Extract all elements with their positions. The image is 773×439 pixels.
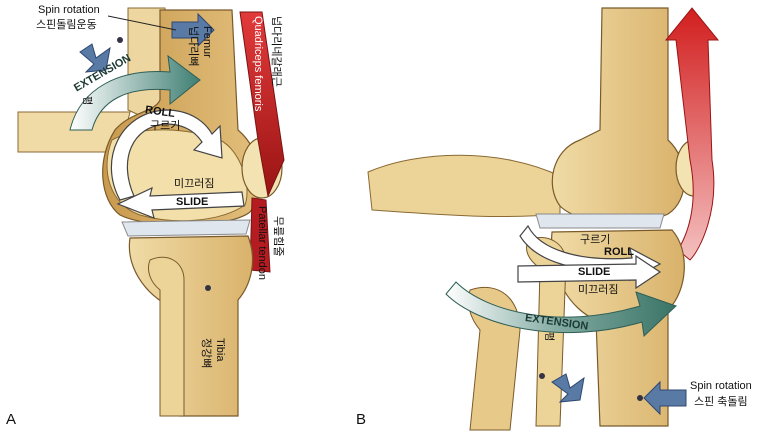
patellar-label-en-a: Patellar tendon [256,206,268,280]
roll-label-b: ROLL [604,246,634,258]
spin-axis-dot-tibia-a [205,285,211,291]
tibia-label-en-a: Tibia [214,338,226,362]
slide-label-b: SLIDE [578,266,611,278]
spin-arrow-right-b [643,380,687,416]
meniscus-a [121,219,251,237]
spin-axis-dot-left-b [539,373,545,379]
tibia-a [128,235,254,417]
spin-leader-a [107,15,177,31]
extension-arrow-b [445,281,677,338]
quadriceps-a [239,11,285,198]
spin-axis-dot-a [117,37,123,43]
meniscus-b [535,213,665,229]
extension-arrow-a [69,54,201,131]
extension-ko-b: 폄 [543,332,554,342]
spin-rotation-ko-a: 스핀돌림운동 [36,19,97,31]
spin-axis-dot-right-b [637,395,643,401]
tibia-label-ko-a: 정강뼈 [200,338,212,369]
quadriceps-arrow-b [664,7,720,261]
slide-arrow-b [517,254,662,290]
roll-ko-a: 구르기 [150,120,181,132]
panel-letter-b: B [356,411,367,428]
femur-label-en-a: Femur [201,26,213,58]
spin-rotation-ko-b: 스핀 축돌림 [694,396,748,408]
spin-rotation-en-a: Spin rotation [38,4,100,16]
slide-arrow-a [116,186,245,219]
panel-b [367,7,720,431]
fibula-a [147,256,185,417]
panel-letter-a: A [6,411,17,428]
roll-arrow-a [110,109,223,201]
extension-ko-a: 폄 [81,96,92,106]
femur-label-ko-a: 넙다리뼈 [187,26,199,67]
roll-ko-b: 구르기 [580,234,611,246]
slide-label-a: SLIDE [176,196,209,208]
slide-ko-a: 미끄러짐 [174,178,215,190]
femur-b [551,7,686,224]
panel-a [17,7,285,417]
slide-ko-b: 미끄러짐 [578,284,619,296]
quadriceps-label-ko-a: 넙다리네갈래근 [270,16,282,87]
spin-arrow-top-a [171,12,215,48]
spin-arrow-left-a [79,43,111,73]
patellar-label-ko-a: 무릎힘줄 [272,216,284,257]
thigh-segment-b [367,154,561,218]
quadriceps-label-en-a: Quadriceps femoris [252,16,264,112]
spin-arrow-left-b [551,373,585,403]
spin-rotation-en-b: Spin rotation [690,380,752,392]
